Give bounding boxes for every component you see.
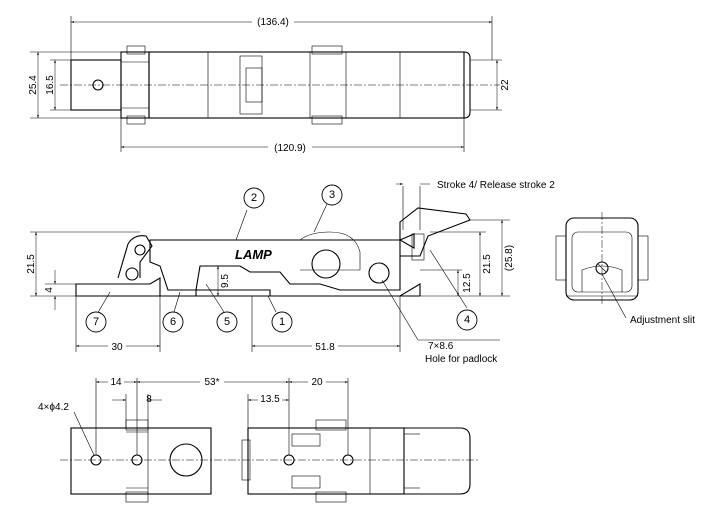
dim-53: 53* [204, 377, 219, 388]
bottom-view: 4×ϕ4.2 14 53* 20 8 13.5 [38, 375, 480, 503]
dim-width-right: 22 [500, 79, 511, 91]
dim-height-right: 21.5 [482, 254, 493, 274]
dim-25-8: (25.8) [504, 245, 515, 271]
dim-height-outer: 25.4 [28, 75, 39, 95]
dim-plate-thickness: 4 [44, 287, 55, 293]
dim-8: 8 [146, 394, 152, 405]
part-bubble-5: 5 [216, 311, 238, 333]
part-bubble-1: 1 [271, 311, 293, 333]
hole-spec: 4×ϕ4.2 [38, 402, 69, 413]
svg-text:3: 3 [329, 189, 335, 201]
dim-13-5: 13.5 [260, 394, 280, 405]
dim-height-left: 21.5 [26, 254, 37, 274]
svg-text:1: 1 [279, 316, 285, 328]
dim-14: 14 [110, 377, 122, 388]
svg-text:2: 2 [251, 192, 257, 204]
svg-text:7: 7 [93, 316, 99, 328]
dim-overall-length: (136.4) [257, 17, 289, 28]
svg-text:5: 5 [224, 316, 230, 328]
part-bubble-2: 2 [243, 187, 265, 209]
dim-20: 20 [311, 377, 323, 388]
side-view: LAMP Stroke 4/ Release stroke 2 21.5 4 9… [26, 180, 555, 365]
padlock-hole-size: 7×8.6 [428, 341, 454, 352]
dim-30: 30 [111, 342, 123, 353]
dim-height-inner: 16.5 [45, 75, 56, 95]
adjustment-slit-label: Adjustment slit [630, 315, 695, 326]
part-bubble-4: 4 [456, 309, 478, 331]
svg-text:6: 6 [170, 316, 176, 328]
dim-9-5: 9.5 [220, 274, 231, 288]
logo-text: LAMP [235, 247, 272, 262]
part-bubble-7: 7 [85, 311, 107, 333]
end-view: Adjustment slit [555, 212, 695, 326]
svg-text:4: 4 [464, 314, 470, 326]
part-bubble-3: 3 [321, 184, 343, 206]
padlock-hole-label: Hole for padlock [425, 354, 498, 365]
dim-inner-length: (120.9) [274, 143, 306, 154]
stroke-label: Stroke 4/ Release stroke 2 [437, 180, 555, 191]
dim-51-8: 51.8 [315, 342, 335, 353]
top-view: (136.4) 25.4 16.5 22 [28, 16, 511, 154]
part-bubble-6: 6 [162, 311, 184, 333]
dim-12-5: 12.5 [462, 273, 473, 293]
